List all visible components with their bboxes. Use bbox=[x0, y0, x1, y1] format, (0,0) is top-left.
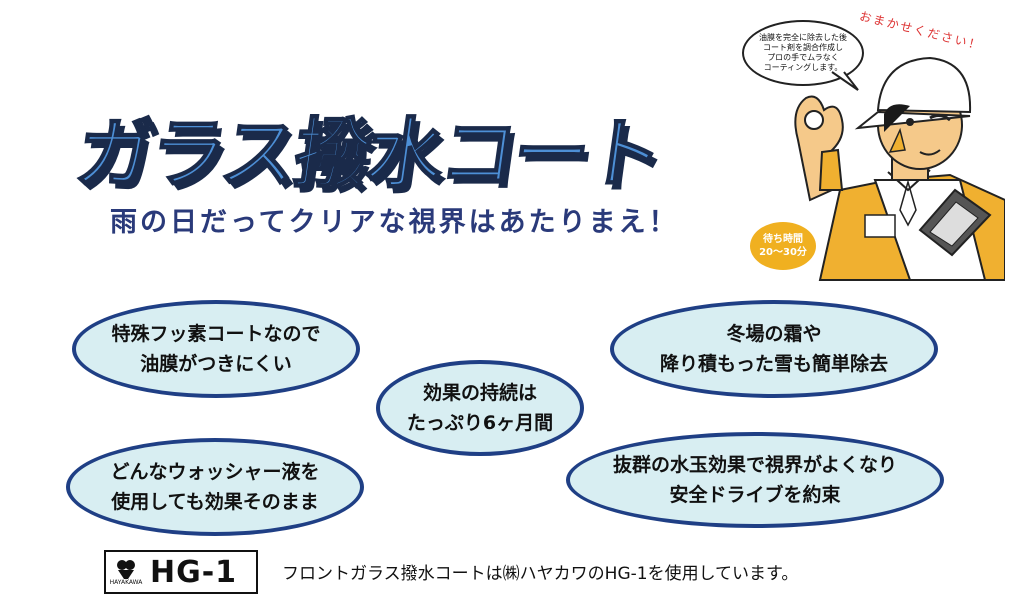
hg1-logo-mark: HAYAKAWA bbox=[106, 554, 146, 590]
feature-line: 特殊フッ素コートなので bbox=[111, 322, 321, 345]
logo-text: HG-1 bbox=[150, 554, 238, 590]
feature-oval-oil-film: 特殊フッ素コートなので 油膜がつきにくい bbox=[72, 300, 360, 398]
footer-note: フロントガラス撥水コートは㈱ハヤカワのHG-1を使用しています。 bbox=[282, 564, 799, 584]
mechanic-illustration bbox=[794, 56, 1005, 281]
feature-line: 使用しても効果そのまま bbox=[111, 491, 319, 513]
feature-line: 油膜がつきにくい bbox=[140, 353, 292, 375]
feature-line: 安全ドライブを約束 bbox=[669, 484, 841, 506]
feature-oval-frost-snow: 冬場の霜や 降り積もった雪も簡単除去 bbox=[610, 300, 938, 398]
hayakawa-mark-icon bbox=[117, 560, 135, 579]
bubble-line-1: 油膜を完全に除去した後 bbox=[759, 33, 847, 42]
feature-line: 降り積もった雪も簡単除去 bbox=[659, 353, 888, 375]
feature-oval-washer-fluid: どんなウォッシャー液を 使用しても効果そのまま bbox=[66, 438, 364, 536]
feature-line: 抜群の水玉効果で視界がよくなり bbox=[612, 453, 898, 476]
feature-line: どんなウォッシャー液を bbox=[110, 460, 320, 483]
wait-time-label: 待ち時間 bbox=[763, 234, 803, 245]
page-title: ガラス撥水コート bbox=[70, 108, 667, 199]
bubble-line-4: コーティングします。 bbox=[763, 63, 843, 72]
page-subtitle: 雨の日だってクリアな視界はあたりまえ！ bbox=[110, 207, 679, 238]
wait-time-value: 20〜30分 bbox=[759, 247, 807, 258]
feature-line: 効果の持続は bbox=[422, 381, 537, 404]
speech-bubble-tail bbox=[831, 71, 859, 91]
feature-oval-duration: 効果の持続は たっぷり6ヶ月間 bbox=[376, 360, 584, 456]
wait-time-badge: 待ち時間 20〜30分 bbox=[750, 222, 816, 270]
feature-line: 冬場の霜や bbox=[726, 322, 822, 345]
feature-oval-water-bead: 抜群の水玉効果で視界がよくなり 安全ドライブを約束 bbox=[566, 432, 944, 528]
feature-line: たっぷり6ヶ月間 bbox=[406, 412, 554, 434]
logo-small-text: HAYAKAWA bbox=[109, 579, 143, 586]
hg1-logo: HAYAKAWA HG-1 bbox=[104, 550, 258, 594]
bubble-line-3: プロの手でムラなく bbox=[767, 53, 839, 62]
bubble-line-2: コート剤を調合作成し bbox=[763, 43, 843, 52]
